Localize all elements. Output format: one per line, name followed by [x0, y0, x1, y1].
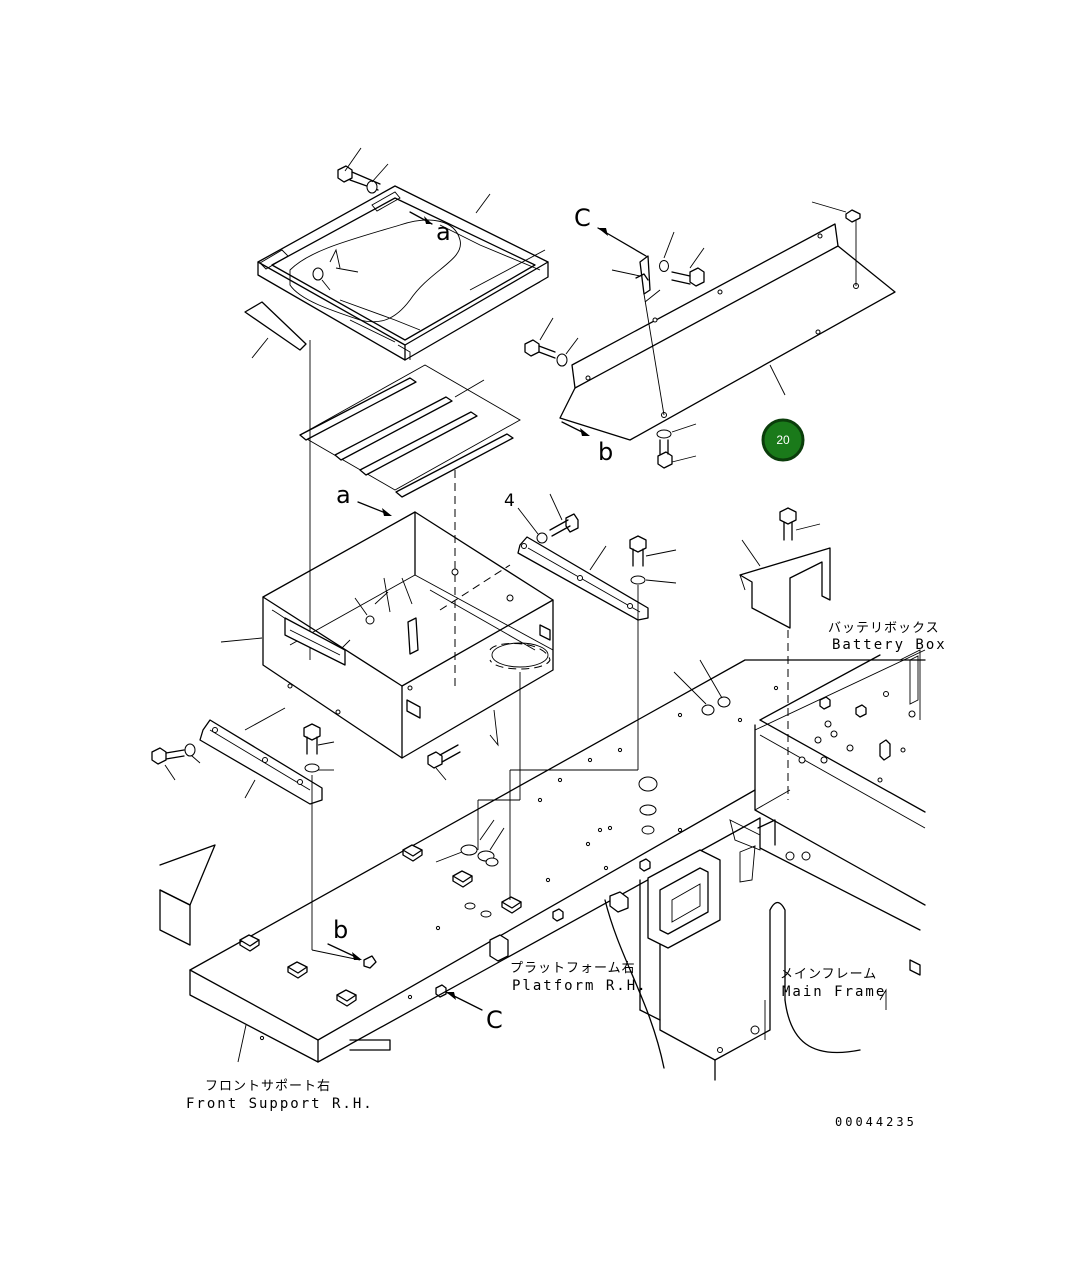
arrow-a-top: a: [409, 211, 451, 246]
item-4-washer: 4: [504, 491, 579, 544]
label-battery-box-jp: バッテリボックス: [828, 621, 940, 636]
bolt-vertical-left: [303, 723, 361, 961]
arrow-b-bottom: b: [327, 916, 362, 960]
arrow-b-top: b: [561, 421, 613, 466]
main-frame: メインフレーム Main Frame: [604, 817, 921, 1081]
arrow-c-bottom: C: [445, 991, 503, 1034]
bolt-under-box: [427, 744, 461, 781]
battery-cover: [257, 185, 549, 361]
cover-strap: [244, 301, 307, 359]
label-battery-box-en: Battery Box: [832, 637, 947, 653]
drawing-number: 00044235: [835, 1115, 917, 1129]
platform-pads: [239, 844, 522, 1007]
bolt-below-cover: [656, 423, 697, 469]
letter-b-bottom: b: [333, 916, 348, 944]
letter-c-top: C: [574, 204, 591, 232]
platform-clips: [363, 858, 651, 998]
label-platform-jp: プラットフォーム右: [510, 961, 636, 976]
arrow-a-mid: a: [336, 481, 392, 516]
front-support-label: フロントサポート右 Front Support R.H.: [186, 1024, 374, 1112]
box-bracket-left: [199, 707, 323, 805]
battery-pads: [299, 364, 521, 498]
platform-label: プラットフォーム右 Platform R.H.: [510, 961, 648, 994]
label-main-frame-en: Main Frame: [782, 984, 886, 1000]
box-bracket-right: [517, 536, 649, 621]
side-cover-panel: [559, 220, 896, 441]
bolt-cover-left: [524, 317, 579, 367]
letter-b-top: b: [598, 438, 613, 466]
label-front-support-jp: フロントサポート右: [205, 1079, 331, 1094]
label-platform-en: Platform R.H.: [512, 978, 648, 994]
cover-hardware: [312, 248, 359, 291]
arrow-c-top: C: [574, 204, 647, 257]
small-bracket: [611, 231, 705, 416]
letter-c-bottom: C: [486, 1006, 503, 1034]
battery-box-right-details: [785, 655, 919, 861]
platform-washers: [435, 659, 731, 918]
frame-stub-left: [159, 844, 216, 946]
battery-box-body: [220, 470, 554, 759]
item-number-4: 4: [504, 491, 515, 511]
platform-rh: [189, 649, 926, 1063]
callout-badge-text: 20: [776, 433, 790, 447]
bolt-top-right: [811, 201, 861, 223]
callout-badge-20[interactable]: 20: [761, 418, 805, 462]
letter-a-mid: a: [336, 481, 351, 509]
battery-box-right: バッテリボックス Battery Box: [739, 507, 947, 800]
bolt-top: [337, 147, 491, 214]
label-main-frame-jp: メインフレーム: [780, 967, 877, 982]
bolt-left: [151, 743, 201, 781]
platform-holes: [259, 685, 779, 1041]
label-front-support-en: Front Support R.H.: [186, 1096, 374, 1112]
letter-a-top: a: [436, 218, 451, 246]
